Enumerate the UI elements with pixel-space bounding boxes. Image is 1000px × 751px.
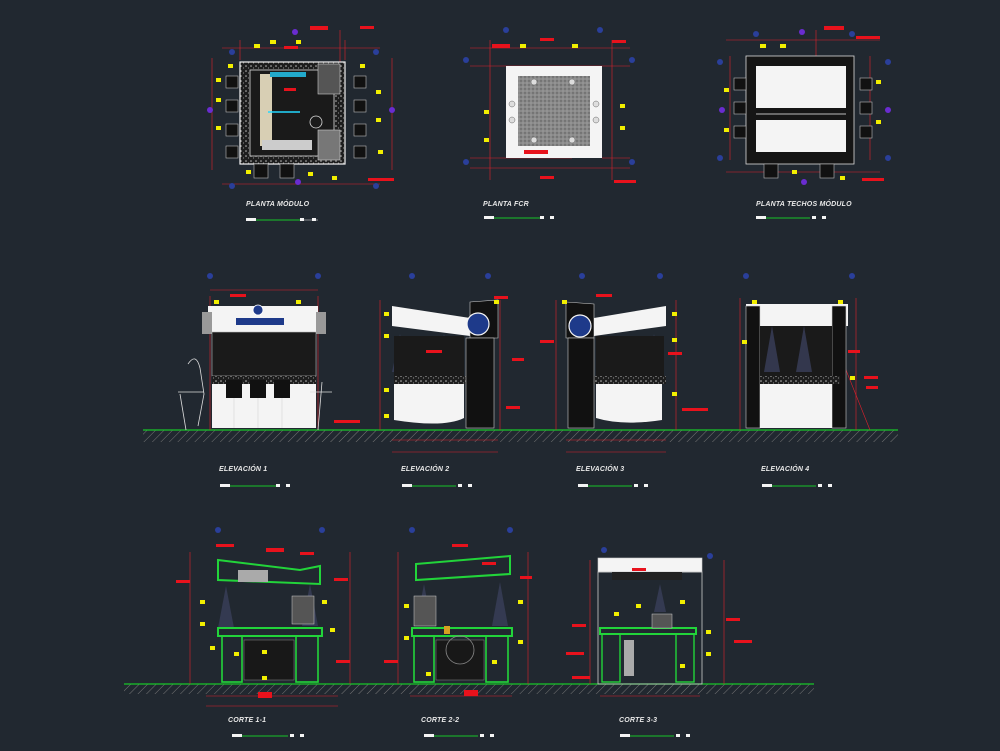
plan-fcr-drawing: [463, 27, 636, 219]
title-corte-2: CORTE 2-2: [421, 717, 460, 724]
ground-line-elevations: [143, 429, 898, 442]
title-planta-fcr: PLANTA FCR: [483, 201, 529, 208]
elevation-3-drawing: [540, 273, 708, 487]
title-corte-3: CORTE 3-3: [619, 717, 658, 724]
elevation-1-drawing: [178, 273, 360, 487]
title-elevacion-3: ELEVACIÓN 3: [576, 466, 625, 473]
section-1-drawing: [176, 527, 351, 737]
elevation-2-drawing: [379, 273, 524, 487]
elevation-4-drawing: [739, 273, 878, 487]
section-2-drawing: [384, 527, 532, 737]
plan-module-drawing: [207, 26, 395, 221]
title-corte-1: CORTE 1-1: [228, 717, 267, 724]
title-planta-techos: PLANTA TECHOS MÓDULO: [756, 201, 852, 208]
plan-roof-drawing: [717, 26, 891, 219]
title-elevacion-1: ELEVACIÓN 1: [219, 466, 268, 473]
section-3-drawing: [566, 547, 752, 737]
title-elevacion-4: ELEVACIÓN 4: [761, 466, 810, 473]
title-elevacion-2: ELEVACIÓN 2: [401, 466, 450, 473]
title-planta-modulo: PLANTA MÓDULO: [246, 201, 310, 208]
